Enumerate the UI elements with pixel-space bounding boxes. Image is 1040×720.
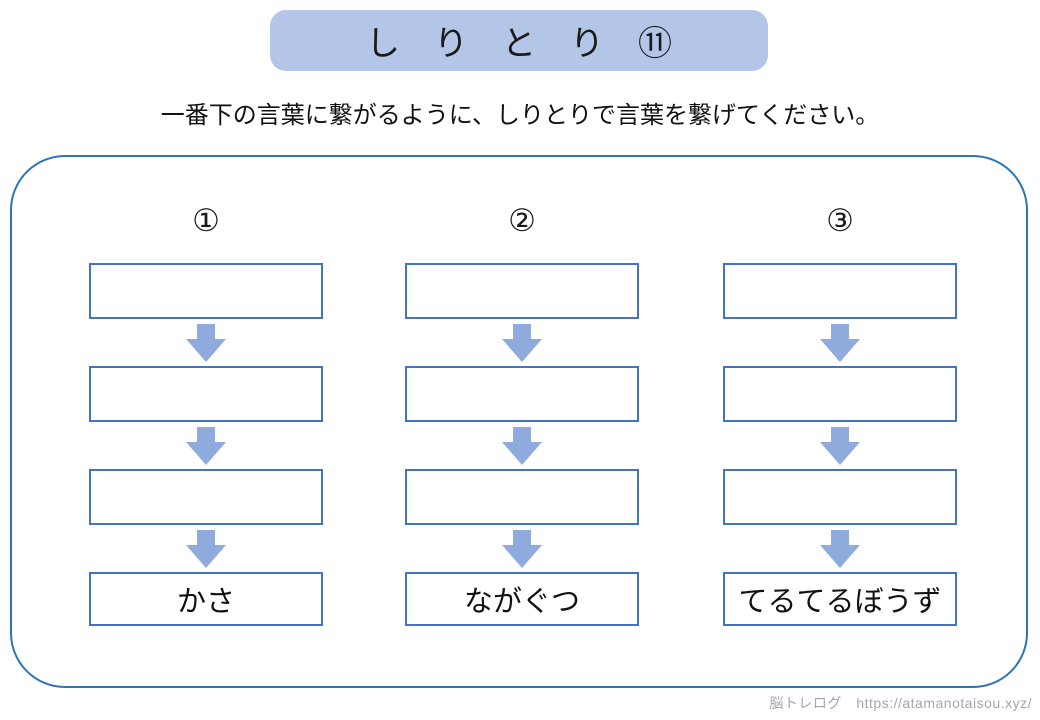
instruction-text: 一番下の言葉に繋がるように、しりとりで言葉を繋げてください。 xyxy=(160,102,880,129)
shiritori-column-2: ② ながぐつ xyxy=(405,203,639,626)
down-block-arrow-icon xyxy=(820,529,860,568)
arrow-row xyxy=(89,319,323,366)
column-1-answer-box: かさ xyxy=(89,572,323,626)
down-block-arrow-icon xyxy=(820,426,860,465)
arrow-row xyxy=(89,422,323,469)
arrow-row xyxy=(723,525,957,572)
arrow-row xyxy=(723,319,957,366)
down-block-arrow-icon xyxy=(186,426,226,465)
column-1-blank-box-3[interactable] xyxy=(89,469,323,525)
page-title: し り と り ⑪ xyxy=(366,25,672,63)
arrow-row xyxy=(723,422,957,469)
column-3-blank-box-2[interactable] xyxy=(723,366,957,422)
worksheet-frame: ① かさ ② xyxy=(10,155,1028,688)
column-1-label: ① xyxy=(192,203,220,238)
shiritori-column-3: ③ てるてるぼうず xyxy=(723,203,957,626)
column-2-answer-word: ながぐつ xyxy=(463,586,580,618)
arrow-row xyxy=(405,319,639,366)
column-2-blank-box-1[interactable] xyxy=(405,263,639,319)
column-3-label: ③ xyxy=(826,203,854,238)
column-3-blank-box-1[interactable] xyxy=(723,263,957,319)
column-1-blank-box-2[interactable] xyxy=(89,366,323,422)
down-block-arrow-icon xyxy=(186,529,226,568)
down-block-arrow-icon xyxy=(186,323,226,362)
arrow-row xyxy=(405,525,639,572)
arrow-row xyxy=(89,525,323,572)
column-2-blank-box-2[interactable] xyxy=(405,366,639,422)
column-3-blank-box-3[interactable] xyxy=(723,469,957,525)
column-2-answer-box: ながぐつ xyxy=(405,572,639,626)
column-1-answer-word: かさ xyxy=(176,586,235,618)
shiritori-column-1: ① かさ xyxy=(89,203,323,626)
down-block-arrow-icon xyxy=(502,529,542,568)
column-3-answer-word: てるてるぼうず xyxy=(738,586,942,618)
down-block-arrow-icon xyxy=(502,426,542,465)
title-banner: し り と り ⑪ xyxy=(270,10,768,71)
column-3-answer-box: てるてるぼうず xyxy=(723,572,957,626)
arrow-row xyxy=(405,422,639,469)
column-2-blank-box-3[interactable] xyxy=(405,469,639,525)
down-block-arrow-icon xyxy=(820,323,860,362)
column-2-label: ② xyxy=(508,203,536,238)
column-1-blank-box-1[interactable] xyxy=(89,263,323,319)
watermark-credit: 脳トレログ https://atamanotaisou.xyz/ xyxy=(769,695,1032,711)
down-block-arrow-icon xyxy=(502,323,542,362)
